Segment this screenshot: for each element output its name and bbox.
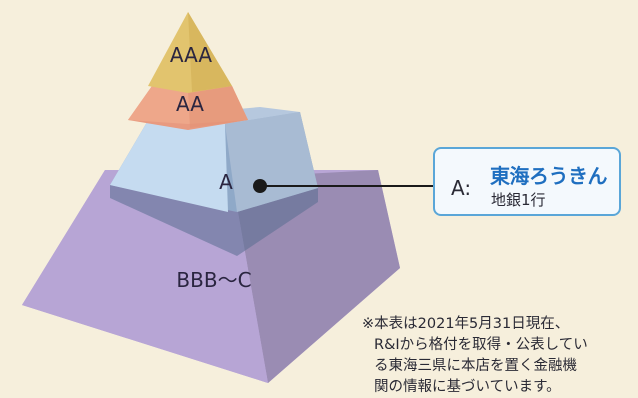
callout-connector: [253, 179, 433, 193]
tier-label-bbb-c: BBB～C: [176, 268, 252, 292]
callout-prefix: A:: [451, 176, 472, 200]
tier-aa-shape: [128, 86, 248, 130]
footnote-line: R&Iから格付を取得・公表してい: [374, 337, 588, 353]
footnote-line: る東海三県に本店を置く金融機: [374, 358, 577, 374]
tier-label-a: A: [219, 170, 233, 194]
callout-box: A: 東海ろうきん 地銀1行: [433, 147, 621, 216]
footnote: ※本表は2021年5月31日現在、 R&Iから格付を取得・公表してい る東海三県…: [362, 314, 638, 398]
callout-subtext: 地銀1行: [491, 191, 546, 209]
tier-aaa-shape: [148, 12, 232, 93]
rating-pyramid-diagram: [22, 12, 433, 383]
tier-label-aaa: AAA: [169, 43, 213, 67]
callout-bank-name: 東海ろうきん: [490, 164, 608, 188]
footnote-line: 関の情報に基づいています。: [374, 379, 561, 395]
footnote-line: ※本表は2021年5月31日現在、: [362, 316, 570, 332]
tier-label-aa: AA: [176, 92, 204, 116]
